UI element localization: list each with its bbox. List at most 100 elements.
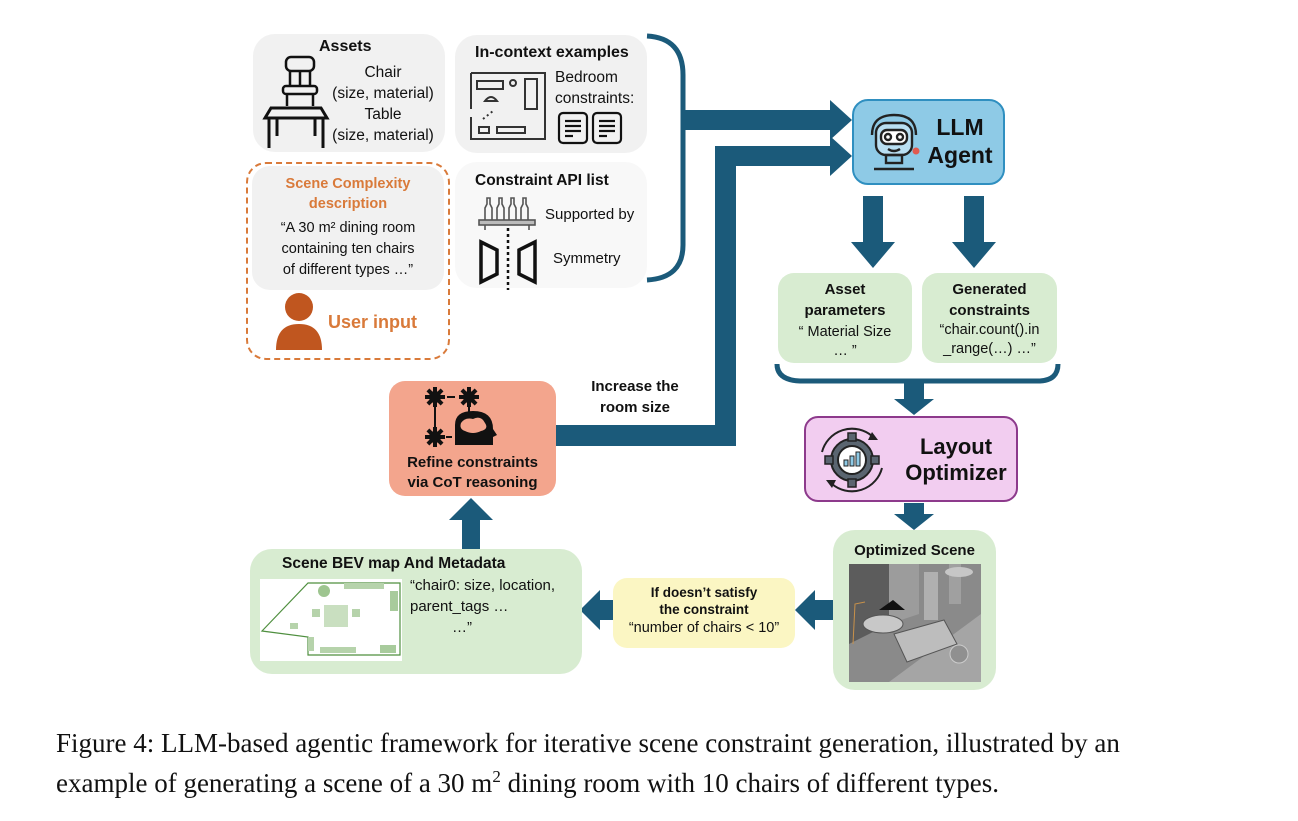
- asset-parameters-text-line1: “ Material Size: [798, 324, 892, 340]
- generated-constraints-title: Generated constraints: [922, 279, 1057, 321]
- quote-line3: of different types …”: [282, 262, 414, 278]
- scene-description-quote: “A 30 m² dining room containing ten chai…: [252, 218, 444, 281]
- arrow-bev-to-refine-head: [449, 498, 493, 520]
- arrow-feedback-to-agent-head: [830, 136, 852, 176]
- quote-line1: “A 30 m² dining room: [280, 220, 416, 236]
- condition-text: “number of chairs < 10”: [628, 620, 780, 636]
- asset-parameters-title-line2: parameters: [804, 302, 886, 319]
- arrow-inputs-to-agent-shaft: [683, 110, 833, 130]
- chair-attrs: (size, material): [332, 85, 434, 102]
- assets-box: Assets Chair (size, material) Table (siz…: [253, 34, 445, 152]
- asset-parameters-text: “ Material Size … ”: [778, 323, 912, 361]
- figure-caption: Figure 4: LLM-based agentic framework fo…: [56, 727, 1256, 800]
- caption-line2-post: dining room with 10 chairs of different …: [500, 768, 999, 798]
- chair-icon: [281, 55, 319, 106]
- constraint-api-title: Constraint API list: [475, 172, 609, 189]
- in-context-line2: constraints:: [555, 90, 635, 107]
- scene-description-panel: [252, 166, 444, 290]
- asset-parameters-title-line1: Asset: [824, 281, 866, 298]
- caption-line1: Figure 4: LLM-based agentic framework fo…: [56, 728, 1120, 758]
- arrow-to-optimizer-shaft: [904, 381, 924, 401]
- scene-complexity-title: Scene Complexity description: [252, 174, 444, 214]
- bottles-on-shelf-icon: [478, 197, 536, 230]
- caption-superscript: 2: [492, 767, 501, 786]
- user-input-box: Scene Complexity description “A 30 m² di…: [246, 162, 450, 360]
- condition-title: If doesn’t satisfy the constraint: [613, 584, 795, 618]
- caption-line2: example of generating a scene of a 30 m2…: [56, 760, 1256, 800]
- arrow-agent-to-params-shaft: [863, 196, 883, 244]
- arrow-inputs-to-agent-head: [830, 100, 852, 140]
- arrow-to-optimizer-head: [894, 399, 934, 415]
- generated-constraints-text-line2: _range(…) …”: [943, 341, 1036, 357]
- document-icon: [591, 111, 623, 145]
- symmetry-icon: [479, 228, 537, 290]
- asset-parameters-text-line2: … ”: [833, 343, 857, 359]
- arrow-scene-to-condition-shaft: [812, 600, 834, 620]
- scene-complexity-title-line1: Scene Complexity: [285, 176, 411, 192]
- arrow-optimizer-to-scene-shaft: [904, 503, 924, 517]
- llm-agent-line2: Agent: [927, 142, 993, 168]
- bev-title: Scene BEV map And Metadata: [282, 555, 506, 572]
- gear-chart-icon: [821, 427, 883, 493]
- rendered-scene-image: [849, 564, 981, 682]
- document-icons: [557, 111, 623, 145]
- arrow-scene-to-condition-head: [795, 590, 815, 630]
- condition-line1: If doesn’t satisfy: [650, 585, 758, 600]
- caption-line2-pre: example of generating a scene of a 30 m: [56, 768, 493, 798]
- condition-box: If doesn’t satisfy the constraint “numbe…: [613, 578, 795, 648]
- generated-constraints-text-line1: “chair.count().in: [939, 322, 1040, 338]
- assets-title: Assets: [319, 38, 372, 55]
- input-bracket: [646, 33, 686, 283]
- gears-brain-icon: [425, 387, 497, 447]
- table-icon: [262, 106, 330, 148]
- robot-agent-icon: [870, 113, 920, 171]
- bev-metadata-text: “chair0: size, location, parent_tags … ……: [410, 575, 555, 638]
- bev-text-line2: parent_tags …: [410, 598, 509, 615]
- constraint-icons: [478, 197, 537, 290]
- generated-constraints-text: “chair.count().in _range(…) …”: [922, 321, 1057, 359]
- arrow-condition-to-bev-shaft: [596, 600, 614, 620]
- bev-map-image: [260, 579, 402, 661]
- table-label: Table: [364, 106, 402, 123]
- constraint-api-box: Constraint API list Supported by Symmetr…: [455, 162, 647, 290]
- llm-agent-label: LLM Agent: [920, 113, 1000, 169]
- in-context-line1: Bedroom: [555, 69, 618, 86]
- refine-line2: via CoT reasoning: [407, 474, 538, 491]
- llm-agent-box: LLM Agent: [852, 99, 1005, 185]
- layout-optimizer-box: Layout Optimizer: [804, 416, 1018, 502]
- in-context-box: In-context examples Bedroom constraints:: [455, 35, 647, 153]
- bev-text-line1: “chair0: size, location,: [410, 577, 556, 594]
- quote-line2: containing ten chairs: [281, 241, 415, 257]
- output-bracket: [774, 363, 1061, 384]
- in-context-title: In-context examples: [475, 44, 629, 61]
- generated-constraints-title-line1: Generated: [952, 281, 1027, 298]
- arrow-agent-to-constraints-shaft: [964, 196, 984, 244]
- feedback-line1: Increase the: [591, 378, 679, 395]
- arrow-bev-to-refine-shaft: [462, 518, 480, 550]
- condition-line2: the constraint: [659, 602, 749, 617]
- chair-label: Chair: [364, 64, 402, 81]
- arrow-condition-to-bev-head: [580, 590, 600, 630]
- user-icon: [276, 293, 322, 350]
- layout-optimizer-line1: Layout: [919, 434, 993, 459]
- api-item-symmetry: Symmetry: [553, 250, 621, 267]
- arrow-optimizer-to-scene-head: [894, 514, 934, 530]
- assets-chair: Chair (size, material) Table (size, mate…: [323, 62, 443, 146]
- feedback-line2: room size: [599, 399, 671, 416]
- api-item-supported-by: Supported by: [545, 206, 635, 223]
- asset-parameters-box: Asset parameters “ Material Size … ”: [778, 273, 912, 363]
- scene-complexity-title-line2: description: [308, 196, 388, 212]
- refine-label: Refine constraints via CoT reasoning: [389, 453, 556, 493]
- llm-agent-line1: LLM: [936, 114, 984, 140]
- document-icon: [557, 111, 589, 145]
- layout-optimizer-label: Layout Optimizer: [896, 434, 1016, 486]
- layout-optimizer-line2: Optimizer: [905, 460, 1007, 485]
- optimized-scene-title: Optimized Scene: [854, 542, 975, 559]
- floorplan-icon: [470, 72, 546, 140]
- generated-constraints-box: Generated constraints “chair.count().in …: [922, 273, 1057, 363]
- bev-box: Scene BEV map And Metadata “chair0: size…: [250, 549, 582, 674]
- generated-constraints-title-line2: constraints: [949, 302, 1030, 319]
- optimized-scene-box: Optimized Scene: [833, 530, 996, 690]
- bev-text-line3: …”: [452, 619, 472, 636]
